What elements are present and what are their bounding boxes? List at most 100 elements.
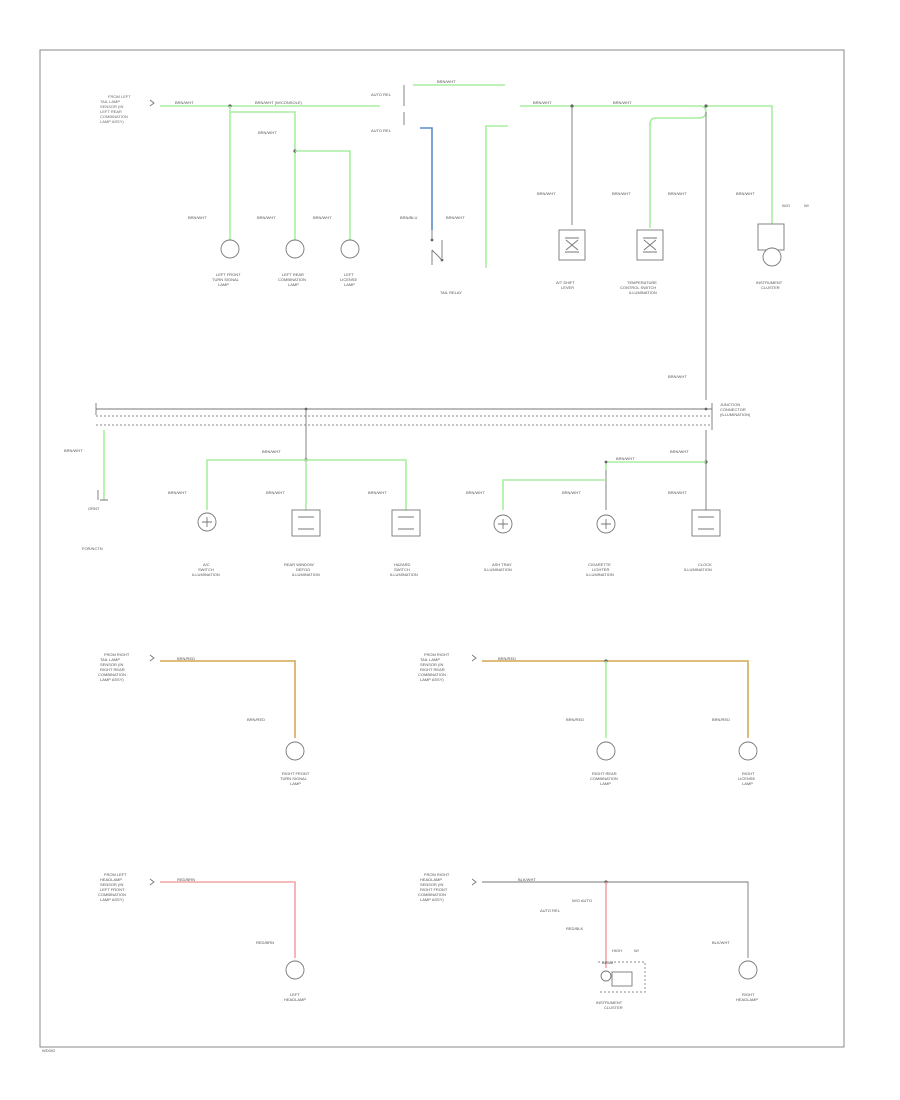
right-front-turn-circuit: FROM RIGHT TAIL LAMP SENSOR (IN RIGHT RE… — [98, 652, 310, 786]
wire-label: BRN/WHT — [670, 449, 689, 454]
diagram-text: LAMP ASSY) — [420, 897, 444, 902]
wire-label: BRN/RED — [712, 717, 730, 722]
diagram-text: INSTRUMENT — [756, 280, 783, 285]
diagram-text: HEADLAMP — [736, 997, 758, 1002]
diagram-text: TAIL LAMP — [420, 657, 440, 662]
wire-label: BRN/WHT — [262, 449, 281, 454]
diagram-text: RIGHT FRONT — [282, 771, 310, 776]
wire-label: BRN/WHT — [537, 191, 556, 196]
load-label: TEMPERATURE CONTROL SWITCH ILLUMINATION — [620, 280, 657, 295]
wire-label: BLK/WHT — [712, 940, 730, 945]
wire-branch — [206, 459, 306, 510]
wire-label: BRN/RED — [498, 656, 516, 661]
load-label: LEFT REAR COMBINATION LAMP — [278, 272, 306, 287]
wire-label: BRN/WHT — [258, 130, 277, 135]
relay-node — [440, 258, 444, 262]
diagram-text: FROM LEFT — [108, 94, 131, 99]
bulb-icon — [762, 247, 782, 267]
diagram-text: LAMP — [288, 282, 299, 287]
top-right-circuit: BRN/WHT BRN/WHT BRN/WHT BRN/WHT BRN/WHT … — [520, 100, 810, 400]
left-headlamp-circuit: FROM LEFT HEADLAMP SENSOR (IN LEFT FRONT… — [98, 872, 306, 1002]
diagram-text: LAMP ASSY) — [100, 119, 124, 124]
bulb-filament — [601, 519, 611, 529]
tag-label: W/O — [782, 203, 790, 208]
diagram-text: FROM RIGHT — [104, 652, 130, 657]
bulb-icon — [285, 239, 305, 259]
load-label: CIGARETTE LIGHTER ILLUMINATION — [586, 562, 614, 577]
wire-label: BRN/WHT — [562, 490, 581, 495]
load-label: LEFT LICENSE LAMP — [340, 272, 357, 287]
diagram-text: ILLUMINATION — [484, 567, 512, 572]
diagram-text: RIGHT — [742, 771, 755, 776]
wire-label: BLK/WHT — [518, 877, 536, 882]
diagram-text: CLOCK — [698, 562, 712, 567]
diagram-text: LEFT REAR — [100, 109, 122, 114]
diagram-text: LAMP ASSY) — [100, 677, 124, 682]
diagram-text: CONNECTOR — [720, 407, 746, 412]
wire-label: BRN/WHT — [466, 490, 485, 495]
diagram-text: COMBINATION — [100, 114, 128, 119]
diagram-text: LICENSE — [738, 776, 755, 781]
tag-label: AUTO REL — [371, 92, 392, 97]
tag-label: HIGH — [612, 948, 622, 953]
ground-label: GRNT — [88, 506, 100, 511]
diagram-text: LAMP — [218, 282, 229, 287]
wire-main-right — [520, 105, 707, 113]
source-label: FROM RIGHT TAIL LAMP SENSOR (IN RIGHT RE… — [98, 652, 130, 682]
diagram-text: TURN SIGNAL — [212, 277, 240, 282]
relay-contacts-icon — [431, 230, 443, 265]
diagram-text: COMBINATION — [418, 672, 446, 677]
wire-label: BRN/WHT — [257, 215, 276, 220]
diagram-text: TAIL LAMP — [100, 99, 120, 104]
wire-branch — [295, 150, 351, 240]
load-label: RIGHT FRONT TURN SIGNAL LAMP — [280, 771, 310, 786]
diagram-text: SENSOR (IN — [100, 662, 123, 667]
top-left-circuit: FROM LEFT TAIL LAMP SENSOR (IN LEFT REAR… — [100, 94, 380, 287]
diagram-text: LIGHTER — [592, 567, 609, 572]
lamp-socket-icon — [391, 509, 421, 537]
load-label: A/T SHIFT LEVER — [556, 280, 575, 290]
wire-red — [160, 881, 296, 958]
diagram-text: TAIL LAMP — [100, 657, 120, 662]
right-rear-circuit: FROM RIGHT TAIL LAMP SENSOR (IN RIGHT RE… — [418, 652, 758, 786]
bulb-icon — [738, 741, 758, 761]
tag-label: W/ — [634, 948, 640, 953]
wire-label: BRN/WHT — [368, 490, 387, 495]
diagram-text: SWITCH — [198, 567, 214, 572]
indicator-bulb-icon — [600, 970, 612, 982]
load-label: INSTRUMENT CLUSTER — [756, 280, 783, 290]
diagram-text: SENSOR (IN — [420, 662, 443, 667]
wire-orange — [482, 660, 749, 738]
diagram-text: ILLUMINATION — [629, 290, 657, 295]
wire-label: BRN/WHT — [668, 191, 687, 196]
diagram-text: COMBINATION — [278, 277, 306, 282]
diagram-text: ILLUMINATION — [586, 572, 614, 577]
wire-label: BRN/WHT — [175, 100, 194, 105]
diagram-text: LAMP ASSY) — [100, 897, 124, 902]
diagram-text: HAZARD — [394, 562, 411, 567]
diagram-text: HEADLAMP — [100, 877, 122, 882]
diagram-text: ILLUMINATION — [684, 567, 712, 572]
load-label: LEFT FRONT TURN SIGNAL LAMP — [212, 272, 241, 287]
wire-label: BRN/WHT — [616, 456, 635, 461]
diagram-text: LAMP — [290, 781, 301, 786]
diagram-text: RIGHT FRONT — [420, 887, 448, 892]
load-label: INSTRUMENT CLUSTER — [596, 1000, 623, 1010]
tail-relay: AUTO REL AUTO REL BRN/WHT BRN/BLU BRN/WH… — [371, 79, 508, 295]
diagram-text: RIGHT — [742, 992, 755, 997]
ground-icon — [97, 490, 108, 501]
diagram-text: SENSOR (IN — [100, 882, 123, 887]
diagram-text: CLUSTER — [604, 1005, 623, 1010]
wire-label: BRN/WHT — [446, 215, 465, 220]
load-label: ASH TRAY ILLUMINATION — [484, 562, 512, 572]
diagram-text: TEMPERATURE — [627, 280, 657, 285]
load-label: RIGHT REAR COMBINATION LAMP — [590, 771, 618, 786]
cluster-box — [757, 223, 785, 251]
tag-label: W/ — [804, 203, 810, 208]
diagram-text: A/C — [203, 562, 210, 567]
wire-label: BRN/WHT — [668, 490, 687, 495]
bulb-icon — [340, 239, 360, 259]
wire-branch — [230, 111, 296, 240]
wire-label: RED/BLK — [566, 926, 583, 931]
